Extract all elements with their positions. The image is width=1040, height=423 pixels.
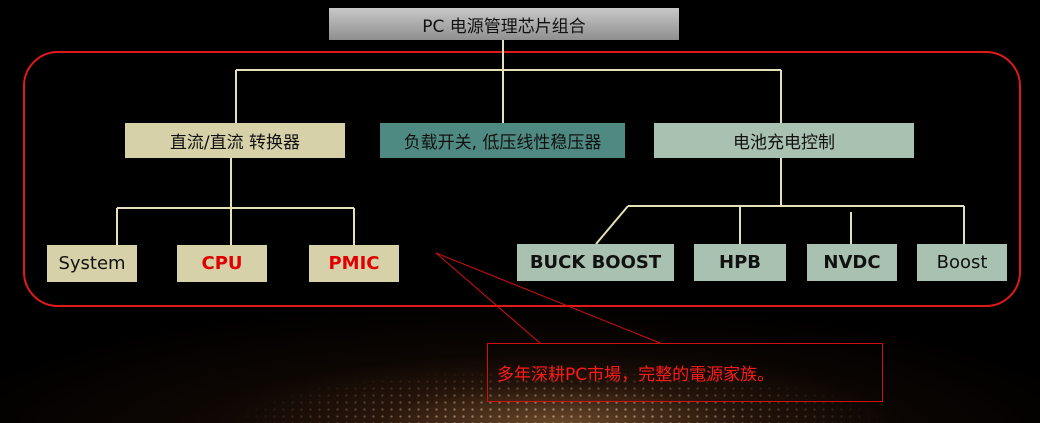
- callout-pointer-right: [435, 252, 661, 344]
- node-hpb: HPB: [694, 244, 786, 281]
- node-system-label: System: [58, 253, 126, 274]
- node-system: System: [47, 245, 137, 282]
- grouping-frame: [23, 51, 1021, 307]
- root-node: PC 电源管理芯片组合: [329, 8, 679, 40]
- node-nvdc: NVDC: [807, 244, 897, 281]
- callout-text: 多年深耕PC市場，完整的電源家族。: [497, 365, 775, 385]
- node-cpu: CPU: [177, 245, 267, 282]
- callout-box: 多年深耕PC市場，完整的電源家族。: [487, 343, 883, 402]
- category-dc-dc-converter: 直流/直流 转换器: [125, 123, 345, 158]
- node-pmic: PMIC: [309, 245, 399, 282]
- callout-pointer-left: [435, 252, 541, 344]
- category-battery-charger: 电池充电控制: [654, 123, 914, 158]
- category-load-switch-ldo: 负载开关, 低压线性稳压器: [380, 123, 625, 158]
- node-boost: Boost: [917, 244, 1007, 281]
- node-buck-boost: BUCK BOOST: [517, 244, 674, 281]
- drop-buck-boost: [595, 205, 629, 245]
